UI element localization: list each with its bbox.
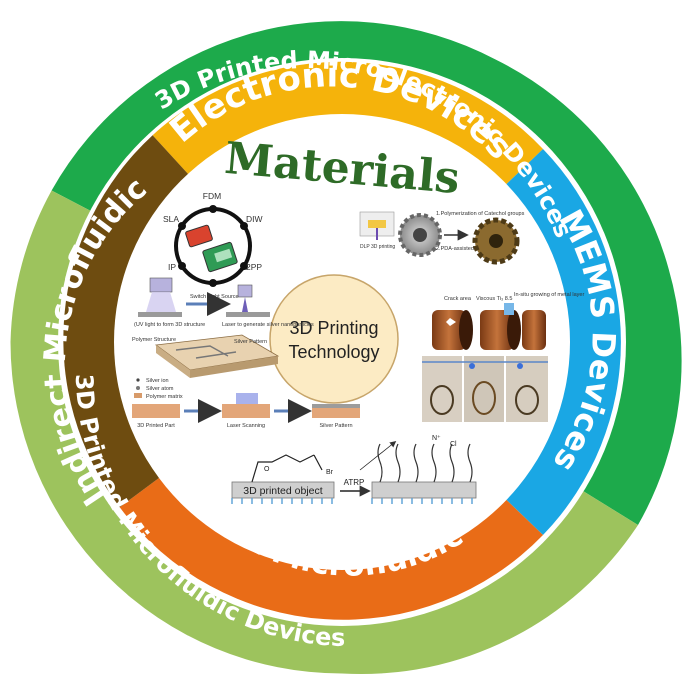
step-laser-scanning: Laser Scanning — [227, 423, 265, 429]
switch-label: Switch Light Source — [190, 294, 239, 300]
step-printed-part: 3D Printed Part — [137, 423, 175, 429]
dlp-printing-label: DLP 3D printing — [360, 244, 395, 250]
step-metallization: 2.PDA-assisted Metallization — [436, 246, 506, 252]
atrp-cl: Cl — [450, 441, 457, 448]
printer-label-sla: SLA — [163, 214, 179, 224]
atrp-n-plus: N⁺ — [432, 435, 441, 442]
legend-silver-ion: Silver ion — [146, 378, 169, 384]
hub-line-1: 3D Printing — [289, 318, 378, 338]
atrp-panel: 3D printed object Br O ATRP N⁺ Cl — [231, 435, 477, 504]
silver-patterning-panel: (UV light to form 3D structure Switch Li… — [132, 277, 360, 429]
mems-viscous-label: Viscous Ti₃ 8.5 — [476, 296, 512, 302]
legend-polymer-matrix: Polymer matrix — [146, 394, 183, 400]
mems-crack-label: Crack area — [444, 296, 472, 302]
polymer-label: Polymer Structure — [132, 337, 176, 343]
laser-label: Laser to generate silver nanoparticles — [222, 322, 314, 328]
printed-object-label: 3D printed object — [243, 485, 322, 497]
printer-label-diw: DIW — [246, 214, 263, 224]
gear-metallization-panel: DLP 3D printing 1.Polymerization of Cate… — [359, 211, 525, 265]
printer-label-fdm: FDM — [203, 191, 221, 201]
mems-rings-panel: Crack area Viscous Ti₃ 8.5 In-situ growi… — [422, 288, 584, 424]
printer-types-diagram: FDM SLA DIW IP 2PP — [163, 191, 263, 287]
printer-label-2pp: 2PP — [246, 262, 262, 272]
hub-line-2: Technology — [288, 342, 379, 362]
atrp-o: O — [264, 466, 270, 473]
mems-growing-label: In-situ growing of metal layer — [514, 292, 584, 298]
step-polymerization: 1.Polymerization of Catechol groups — [436, 211, 525, 217]
silver-pattern-label: Silver Pattern — [234, 339, 267, 345]
step-silver-pattern: Silver Pattern — [319, 423, 352, 429]
center-hub — [269, 274, 399, 404]
atrp-br: Br — [326, 469, 334, 476]
atrp-arrow-label: ATRP — [344, 478, 365, 487]
uv-label: (UV light to form 3D structure — [134, 322, 205, 328]
printer-label-ip: IP — [168, 262, 176, 272]
legend-silver-atom: Silver atom — [146, 386, 174, 392]
